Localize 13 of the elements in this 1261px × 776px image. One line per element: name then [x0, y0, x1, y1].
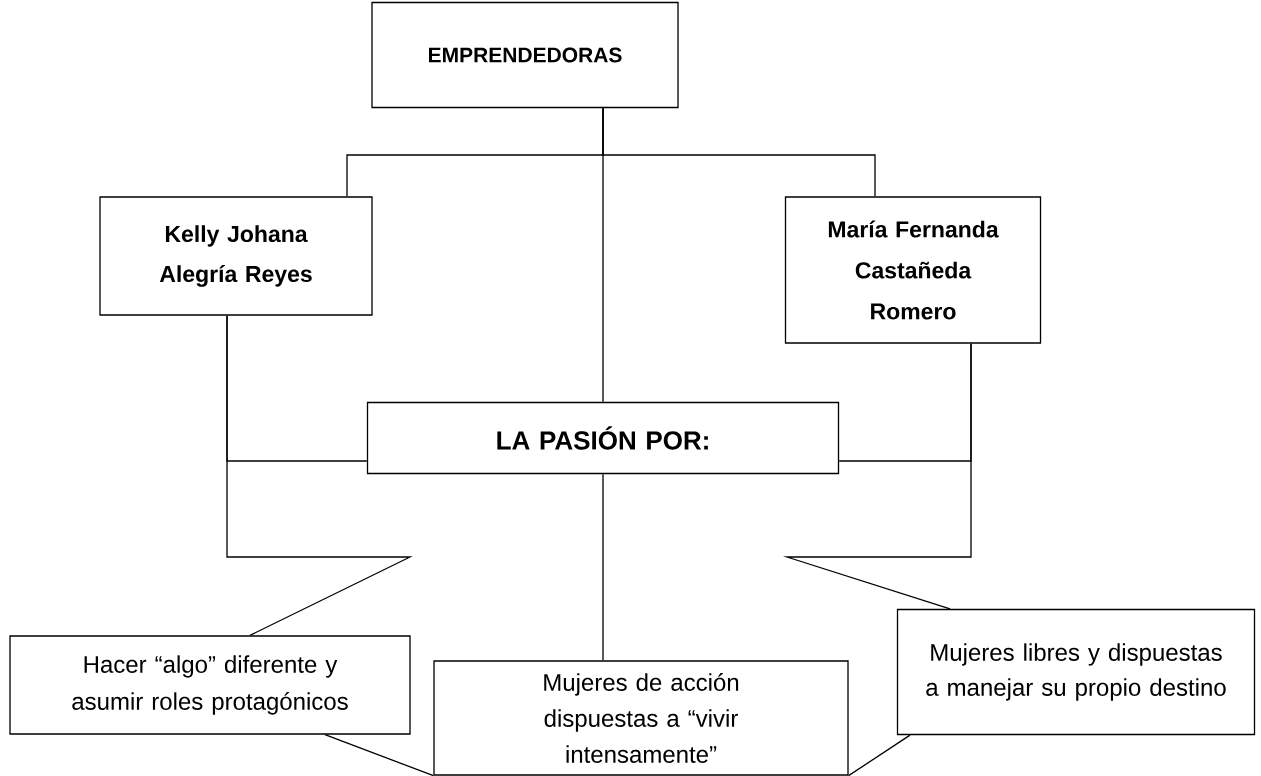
connector-line — [226, 315, 413, 636]
connector-line — [848, 734, 911, 776]
text-box: Mujeres libres y dispuestas a manejar su propio destino — [896, 608, 1256, 736]
connector-line — [782, 343, 972, 610]
connector-line — [602, 107, 604, 403]
connector-line — [324, 734, 434, 776]
heading-box: LA PASIÓN POR: — [366, 401, 840, 475]
text-box: Mujeres de acción dispuestas a “vivir intensamente” — [433, 660, 849, 776]
name-box: Kelly Johana Alegría Reyes — [99, 196, 373, 316]
connector-line — [602, 473, 604, 661]
name-box: María Fernanda Castañeda Romero — [784, 196, 1042, 344]
text-box: Hacer “algo” diferente y asumir roles protagónicos — [9, 635, 411, 735]
title-box: EMPRENDEDORAS — [371, 1, 679, 109]
